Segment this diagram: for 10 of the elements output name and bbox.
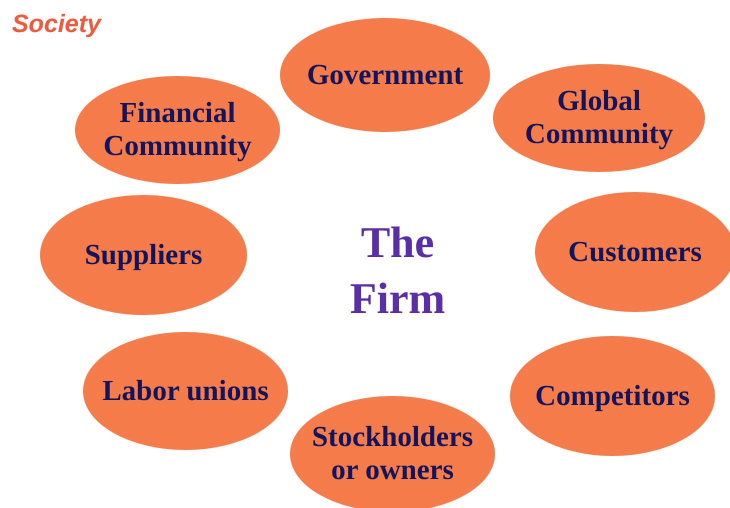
- stakeholder-label: Financial Community: [102, 97, 253, 163]
- stakeholder-label: Global Community: [524, 85, 674, 151]
- stakeholder-label: Stockholders or owners: [310, 421, 474, 487]
- stakeholder-label: Government: [306, 58, 464, 92]
- stakeholder-label: Suppliers: [84, 238, 202, 272]
- stakeholder-label: Competitors: [535, 380, 690, 412]
- stakeholder-label: Labor unions: [102, 374, 269, 408]
- center-heading: The Firm: [348, 217, 446, 325]
- context-label: Society: [12, 10, 101, 39]
- stakeholder-label: Customers: [568, 236, 702, 268]
